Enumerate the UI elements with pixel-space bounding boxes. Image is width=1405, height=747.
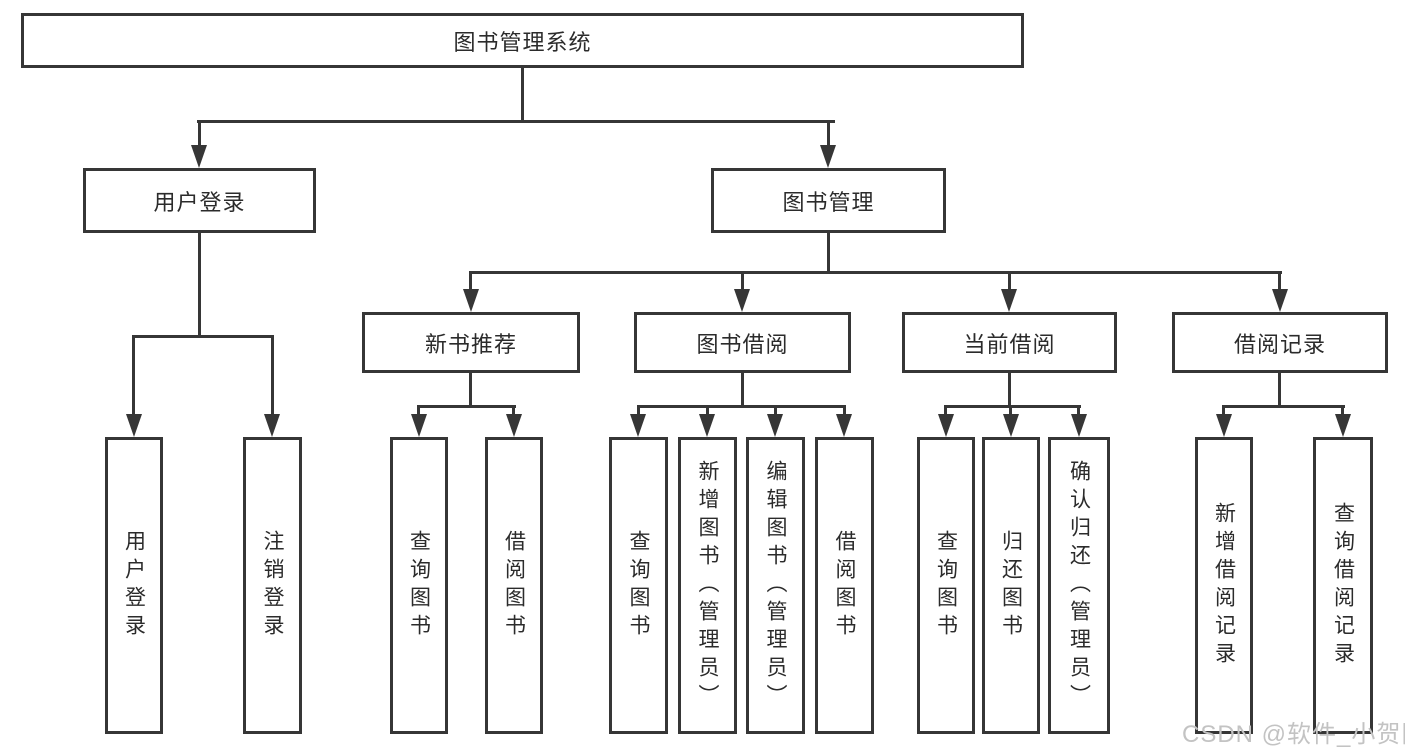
- current-leaf3-arrow-icon: [1071, 414, 1087, 437]
- leaf-return-books-label: 归还图书: [999, 529, 1023, 642]
- current-leaf2-arrow-icon: [1003, 414, 1019, 437]
- leaf-current-query-books: 查询图书: [917, 437, 975, 734]
- leaf-recommend-query-books: 查询图书: [390, 437, 448, 734]
- current-leaf1-drop-line: [944, 405, 947, 419]
- leaf-add-borrow-record-label: 新增借阅记录: [1212, 501, 1236, 670]
- node-book-management-label: 图书管理: [782, 189, 875, 215]
- borrow-leaf4-drop-line: [843, 405, 846, 419]
- leaf-recommend-borrow-books-label: 借阅图书: [502, 529, 526, 642]
- leaf-query-borrow-record-label: 查询借阅记录: [1331, 501, 1355, 670]
- leaf-add-borrow-record: 新增借阅记录: [1195, 437, 1253, 734]
- recommend-drop-line: [469, 271, 472, 293]
- leaf-user-login: 用户登录: [105, 437, 163, 734]
- csdn-watermark: CSDN @软件_小贺同学: [1182, 721, 1405, 747]
- node-user-login: 用户登录: [83, 168, 316, 233]
- leaf-add-books-admin: 新增图书（管理员）: [678, 437, 737, 734]
- leaf-query-borrow-record: 查询借阅记录: [1313, 437, 1373, 734]
- user-login-arrow-icon: [191, 145, 207, 168]
- user-login-drop-line: [198, 120, 201, 148]
- borrow-leaf3-arrow-icon: [767, 414, 783, 437]
- current-arrow-icon: [1001, 289, 1017, 312]
- node-book-borrow: 图书借阅: [634, 312, 851, 373]
- leaf-login-drop-line: [132, 335, 135, 417]
- current-stem-line: [1008, 373, 1011, 408]
- leaf-return-books: 归还图书: [982, 437, 1040, 734]
- leaf-recommend-query-books-label: 查询图书: [407, 529, 431, 642]
- borrow-stem-line: [741, 373, 744, 408]
- node-root: 图书管理系统: [21, 13, 1024, 68]
- recommend-leaf1-arrow-icon: [411, 414, 427, 437]
- leaf-borrow-books: 借阅图书: [815, 437, 874, 734]
- node-current-borrow-label: 当前借阅: [963, 331, 1056, 357]
- leaf-recommend-borrow-books: 借阅图书: [485, 437, 543, 734]
- recommend-arrow-icon: [463, 289, 479, 312]
- leaf-user-login-label: 用户登录: [122, 529, 146, 642]
- records-arrow-icon: [1272, 289, 1288, 312]
- node-borrow-records-label: 借阅记录: [1233, 331, 1326, 357]
- node-current-borrow: 当前借阅: [902, 312, 1117, 373]
- node-new-book-recommend-label: 新书推荐: [424, 331, 517, 357]
- recommend-leaf2-arrow-icon: [506, 414, 522, 437]
- borrow-leaf1-drop-line: [637, 405, 640, 419]
- user-subtree-stem-line: [198, 233, 201, 338]
- leaf-logout-label: 注销登录: [261, 529, 284, 642]
- borrow-branch-line: [637, 405, 846, 408]
- user-subtree-branch-line: [132, 335, 274, 338]
- recommend-stem-line: [469, 373, 472, 408]
- borrow-arrow-icon: [734, 289, 750, 312]
- borrow-leaf3-drop-line: [774, 405, 777, 419]
- records-leaf1-drop-line: [1222, 405, 1225, 419]
- node-book-borrow-label: 图书借阅: [696, 331, 789, 357]
- records-stem-line: [1278, 373, 1281, 408]
- book-management-arrow-icon: [820, 145, 836, 168]
- records-leaf2-drop-line: [1341, 405, 1344, 419]
- recommend-leaf2-drop-line: [512, 405, 515, 419]
- records-branch-line: [1222, 405, 1345, 408]
- leaf-confirm-return-admin-label: 确认归还（管理员）: [1067, 459, 1091, 712]
- leaf-borrow-query-books: 查询图书: [609, 437, 668, 734]
- recommend-leaf1-drop-line: [417, 405, 420, 419]
- book-management-drop-line: [827, 120, 830, 148]
- current-leaf1-arrow-icon: [938, 414, 954, 437]
- current-leaf2-drop-line: [1009, 405, 1012, 419]
- borrow-leaf2-drop-line: [706, 405, 709, 419]
- leaf-logout: 注销登录: [243, 437, 302, 734]
- current-leaf3-drop-line: [1077, 405, 1080, 419]
- level3-branch-line: [469, 271, 1282, 274]
- leaf-edit-books-admin-label: 编辑图书（管理员）: [764, 459, 787, 712]
- leaf-login-arrow-icon: [126, 414, 142, 437]
- leaf-current-query-books-label: 查询图书: [934, 529, 958, 642]
- root-stem-line: [521, 68, 524, 123]
- node-borrow-records: 借阅记录: [1172, 312, 1388, 373]
- current-branch-line: [944, 405, 1081, 408]
- leaf-add-books-admin-label: 新增图书（管理员）: [696, 459, 719, 712]
- current-drop-line: [1008, 271, 1011, 293]
- level2-branch-line: [197, 120, 835, 123]
- node-new-book-recommend: 新书推荐: [362, 312, 580, 373]
- node-root-label: 图书管理系统: [453, 29, 592, 55]
- borrow-drop-line: [741, 271, 744, 293]
- leaf-borrow-query-books-label: 查询图书: [627, 529, 650, 642]
- leaf-confirm-return-admin: 确认归还（管理员）: [1048, 437, 1110, 734]
- borrow-leaf1-arrow-icon: [630, 414, 646, 437]
- leaf-borrow-books-label: 借阅图书: [833, 529, 856, 642]
- records-drop-line: [1278, 271, 1281, 293]
- leaf-logout-arrow-icon: [264, 414, 280, 437]
- mgmt-subtree-stem-line: [827, 233, 830, 274]
- borrow-leaf4-arrow-icon: [836, 414, 852, 437]
- node-book-management: 图书管理: [711, 168, 946, 233]
- leaf-logout-drop-line: [271, 335, 274, 417]
- recommend-branch-line: [417, 405, 516, 408]
- records-leaf2-arrow-icon: [1335, 414, 1351, 437]
- leaf-edit-books-admin: 编辑图书（管理员）: [746, 437, 805, 734]
- node-user-login-label: 用户登录: [153, 189, 246, 215]
- records-leaf1-arrow-icon: [1216, 414, 1232, 437]
- borrow-leaf2-arrow-icon: [699, 414, 715, 437]
